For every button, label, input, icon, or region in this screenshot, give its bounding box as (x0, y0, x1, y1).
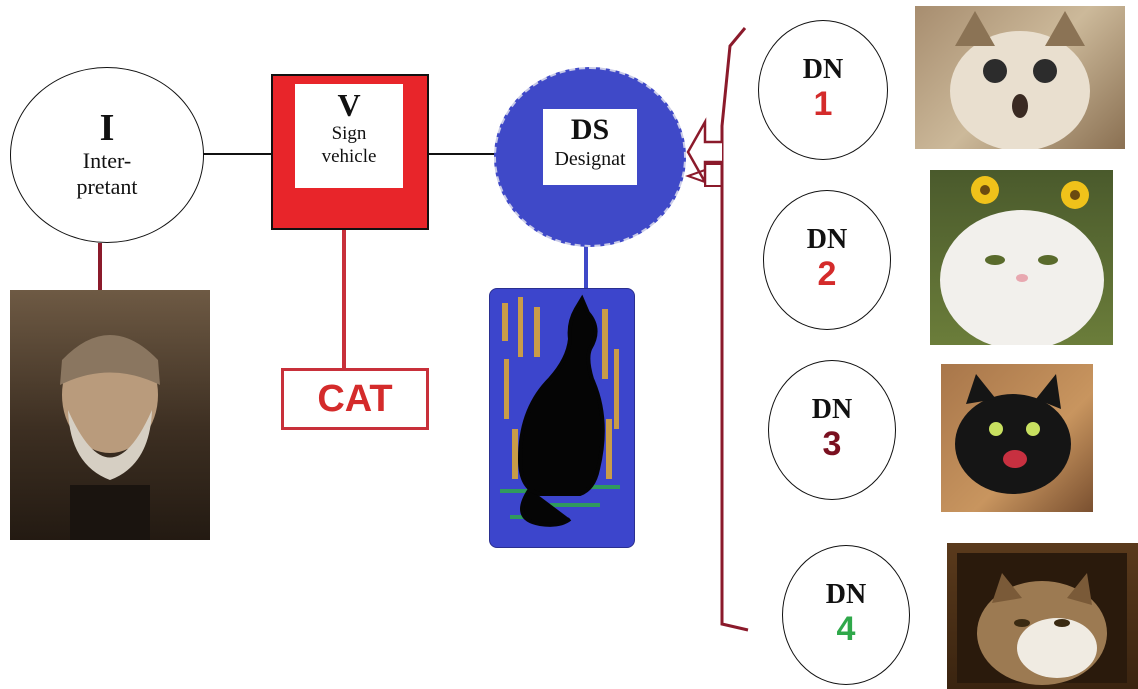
dn-label-2: DN (806, 224, 848, 255)
interpretant-line2: pretant (76, 174, 138, 199)
dn-circle-4: DN 4 (782, 545, 910, 685)
designat-circle: DS Designat (494, 67, 686, 247)
cat-photo-1 (915, 6, 1125, 149)
vehicle-letter: V (337, 87, 361, 123)
cat-photo-3 (941, 364, 1093, 512)
dn-circle-1: DN 1 (758, 20, 888, 160)
interpretant-circle: I Inter- pretant (10, 67, 204, 243)
black-cat-silhouette (517, 294, 605, 527)
cat-drawing (489, 288, 635, 548)
interpretant-letter: I (99, 107, 115, 149)
designat-label-panel: DS Designat (543, 109, 637, 185)
cat-word-box: CAT (281, 368, 429, 430)
arrow-dn2 (684, 163, 722, 187)
vehicle-line2: vehicle (321, 146, 377, 167)
dn-circle-2: DN 2 (763, 190, 891, 330)
dn-number-1: 1 (813, 85, 833, 123)
vehicle-line1: Sign (331, 123, 367, 144)
cat-photo-2 (930, 170, 1113, 345)
designat-letter: DS (570, 113, 610, 146)
vehicle-label-panel: V Sign vehicle (295, 84, 403, 188)
dn-label-1: DN (802, 54, 844, 85)
interpretant-line1: Inter- (82, 148, 132, 173)
cat-word: CAT (317, 378, 393, 420)
dn-circle-3: DN 3 (768, 360, 896, 500)
portrait-photo (10, 290, 210, 540)
dn-number-4: 4 (836, 610, 856, 648)
cat-photo-4 (947, 543, 1138, 689)
designat-line1: Designat (554, 148, 626, 170)
vehicle-box: V Sign vehicle (271, 74, 429, 230)
dn-number-3: 3 (822, 425, 842, 463)
denotata-bracket (720, 27, 749, 632)
dn-number-2: 2 (817, 255, 837, 293)
dn-label-3: DN (811, 394, 853, 425)
dn-label-4: DN (825, 579, 867, 610)
arrow-dn1 (686, 117, 722, 187)
